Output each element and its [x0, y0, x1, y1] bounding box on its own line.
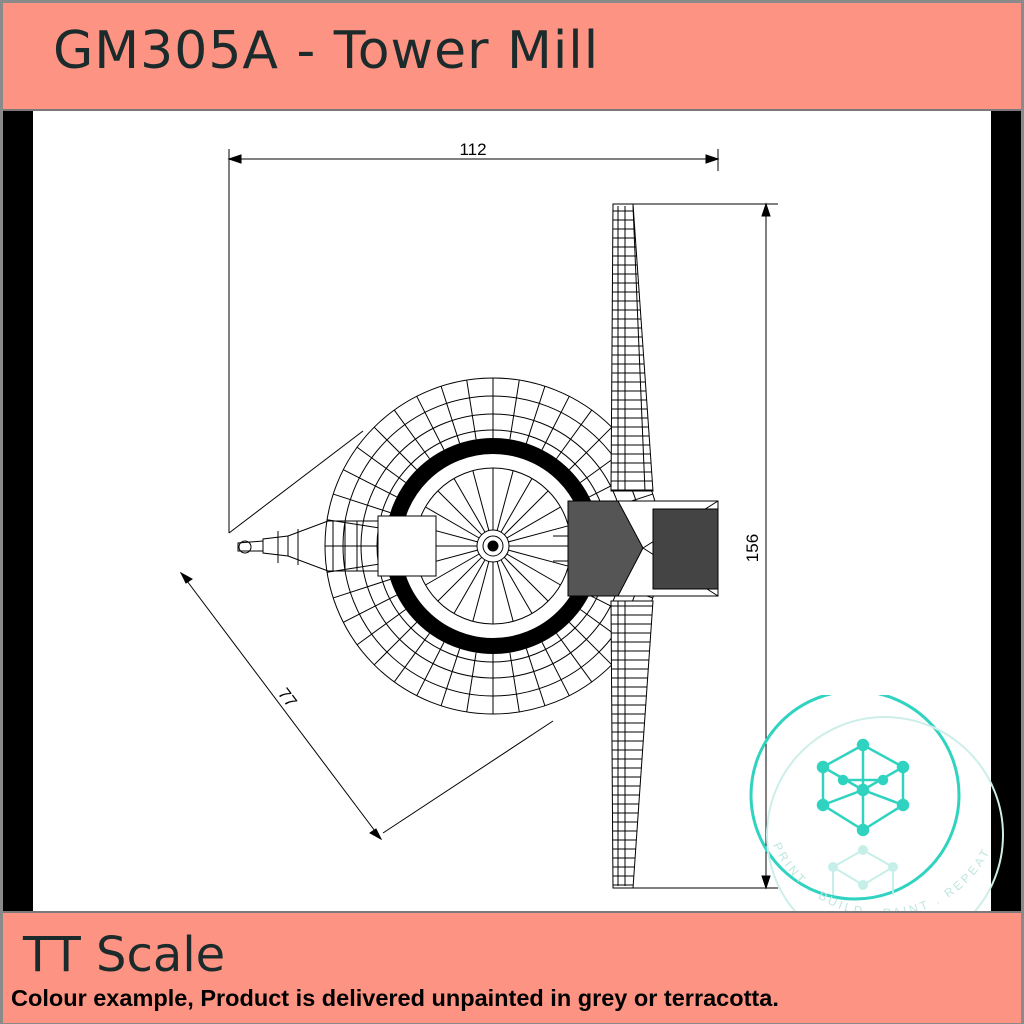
width-dimension-label: 112 [459, 140, 486, 159]
paint-disclaimer: Colour example, Product is delivered unp… [11, 985, 779, 1011]
scale-label: TT Scale [23, 927, 226, 983]
height-dimension-label: 156 [743, 534, 762, 562]
left-frame-bar [3, 111, 33, 911]
lattice-cube-logo-icon [816, 738, 910, 837]
diagonal-dimension-label: 77 [274, 684, 301, 711]
print-build-paint-logo: PRINT . BUILD . PAINT . REPEAT [749, 695, 1004, 945]
scale-banner: TT Scale Colour example, Product is deli… [3, 911, 1021, 1023]
logo-ring-text: PRINT . BUILD . PAINT . REPEAT [770, 840, 993, 920]
dimension-lines [179, 149, 778, 890]
right-frame-bar [991, 111, 1021, 911]
product-title: GM305A - Tower Mill [53, 21, 600, 81]
title-banner: GM305A - Tower Mill [3, 3, 1021, 111]
technical-drawing: 112 156 77 [179, 140, 778, 890]
windmill-plan [237, 203, 719, 889]
